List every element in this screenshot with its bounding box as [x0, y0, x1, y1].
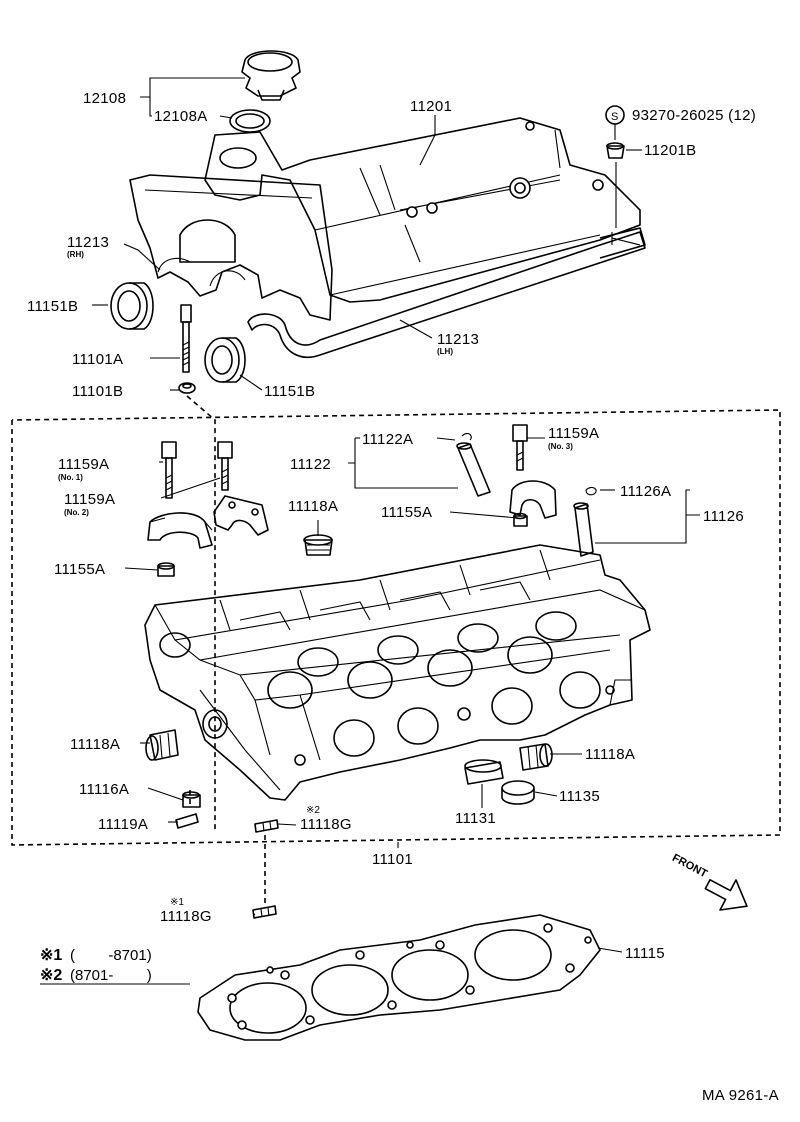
callout-11151B-top: 11151B [27, 298, 78, 315]
spark-plug-tube-left-icon [456, 432, 491, 497]
cover-gasket-rh-icon [129, 174, 333, 321]
callout-11118A-right: 11118A [585, 746, 635, 763]
cover-bolt-icon [180, 304, 192, 373]
ring-pin-lower-icon [182, 791, 201, 808]
ring-135-icon [501, 780, 535, 805]
callout-11213-lh: 11213 [437, 331, 479, 348]
callout-93270-26025: 93270-26025 (12) [632, 107, 756, 124]
callout-11126: 11126 [703, 508, 744, 525]
spark-plug-tube-right-icon [573, 486, 597, 557]
front-label: FRONT [670, 852, 709, 881]
callout-11118A-left: 11118A [70, 736, 120, 753]
cam-bearing-cap-no3-icon [509, 480, 557, 519]
callout-11122: 11122 [290, 456, 331, 473]
ring-pin-top-icon [513, 512, 528, 527]
callout-11135: 11135 [559, 788, 600, 805]
sublabel-no1: (No. 1) [58, 473, 83, 482]
callout-11115: 11115 [625, 945, 665, 962]
diagram-code: MA 9261-A [702, 1087, 779, 1104]
cover-gasket-lh-icon [247, 231, 646, 359]
stud-pin-upper-icon [254, 819, 279, 833]
cylinder-head-cover-icon [204, 117, 646, 303]
oil-seal-top-icon [110, 282, 154, 330]
note-2-range: (8701- ) [70, 967, 152, 984]
callout-11101A: 11101A [72, 351, 123, 368]
cam-bearing-cap-bolt-no1-icon [161, 441, 177, 499]
callout-11151B-bottom: 11151B [264, 383, 315, 400]
callout-11118G-lower: 11118G [160, 908, 212, 925]
front-arrow-icon [704, 878, 748, 911]
oil-filler-gasket-icon [229, 109, 271, 133]
note-2-mark: ※2 [40, 967, 62, 984]
callout-11201B: 11201B [644, 142, 696, 159]
callout-11119A: 11119A [98, 816, 148, 833]
callout-11213-rh: 11213 [67, 234, 109, 251]
oil-filler-cap-icon [241, 50, 301, 101]
callout-11131: 11131 [455, 810, 496, 827]
callout-11159A-no1: 11159A [58, 456, 109, 473]
callout-11118G-upper: 11118G [300, 816, 352, 833]
callout-11101: 11101 [372, 851, 413, 868]
callout-11201: 11201 [410, 98, 452, 115]
cam-bearing-cap-bolt-no2-icon [217, 441, 233, 491]
cam-bearing-cap-left-icon [147, 512, 213, 549]
leader-lines [92, 77, 700, 953]
callout-11116A: 11116A [79, 781, 129, 798]
oil-seal-bottom-icon [204, 337, 246, 383]
callout-11118A-top: 11118A [288, 498, 338, 515]
callout-11101B: 11101B [72, 383, 123, 400]
sublabel-rh: (RH) [67, 250, 84, 259]
ring-131-icon [464, 759, 504, 785]
tight-plug-right-icon [519, 743, 553, 771]
note-1-mark: ※1 [40, 947, 62, 964]
callout-11155A-left: 11155A [54, 561, 105, 578]
stud-pin-lower-icon [252, 905, 277, 919]
s-mark-label: S [611, 111, 618, 123]
cover-washer-icon [178, 382, 196, 394]
tight-plug-top-icon [303, 534, 333, 556]
tight-plug-left-icon [145, 729, 179, 761]
small-note-1: ※1 [170, 897, 184, 908]
ring-pin-left-icon [157, 562, 175, 577]
callout-12108: 12108 [83, 90, 126, 107]
sublabel-no2: (No. 2) [64, 508, 89, 517]
cylinder-head-icon [144, 544, 651, 801]
bolt-alignment-line [186, 395, 216, 830]
callout-11126A: 11126A [620, 483, 671, 500]
sublabel-no3: (No. 3) [548, 442, 573, 451]
sublabel-lh: (LH) [437, 347, 453, 356]
cylinder-head-gasket-icon [197, 914, 601, 1041]
straight-pin-icon [175, 813, 199, 829]
callout-11159A-no2: 11159A [64, 491, 115, 508]
callout-12108A: 12108A [154, 108, 208, 125]
cam-bearing-cap-bolt-no3-icon [512, 424, 528, 471]
callout-11155A-top: 11155A [381, 504, 432, 521]
assembly-boundary [11, 409, 781, 846]
cover-grommet-icon [606, 142, 625, 159]
note-1-range: ( -8701) [70, 947, 152, 964]
cam-bearing-cap-right-icon [213, 495, 269, 536]
callout-11122A: 11122A [362, 431, 413, 448]
small-note-2: ※2 [306, 805, 320, 816]
callout-11159A-no3: 11159A [548, 425, 599, 442]
